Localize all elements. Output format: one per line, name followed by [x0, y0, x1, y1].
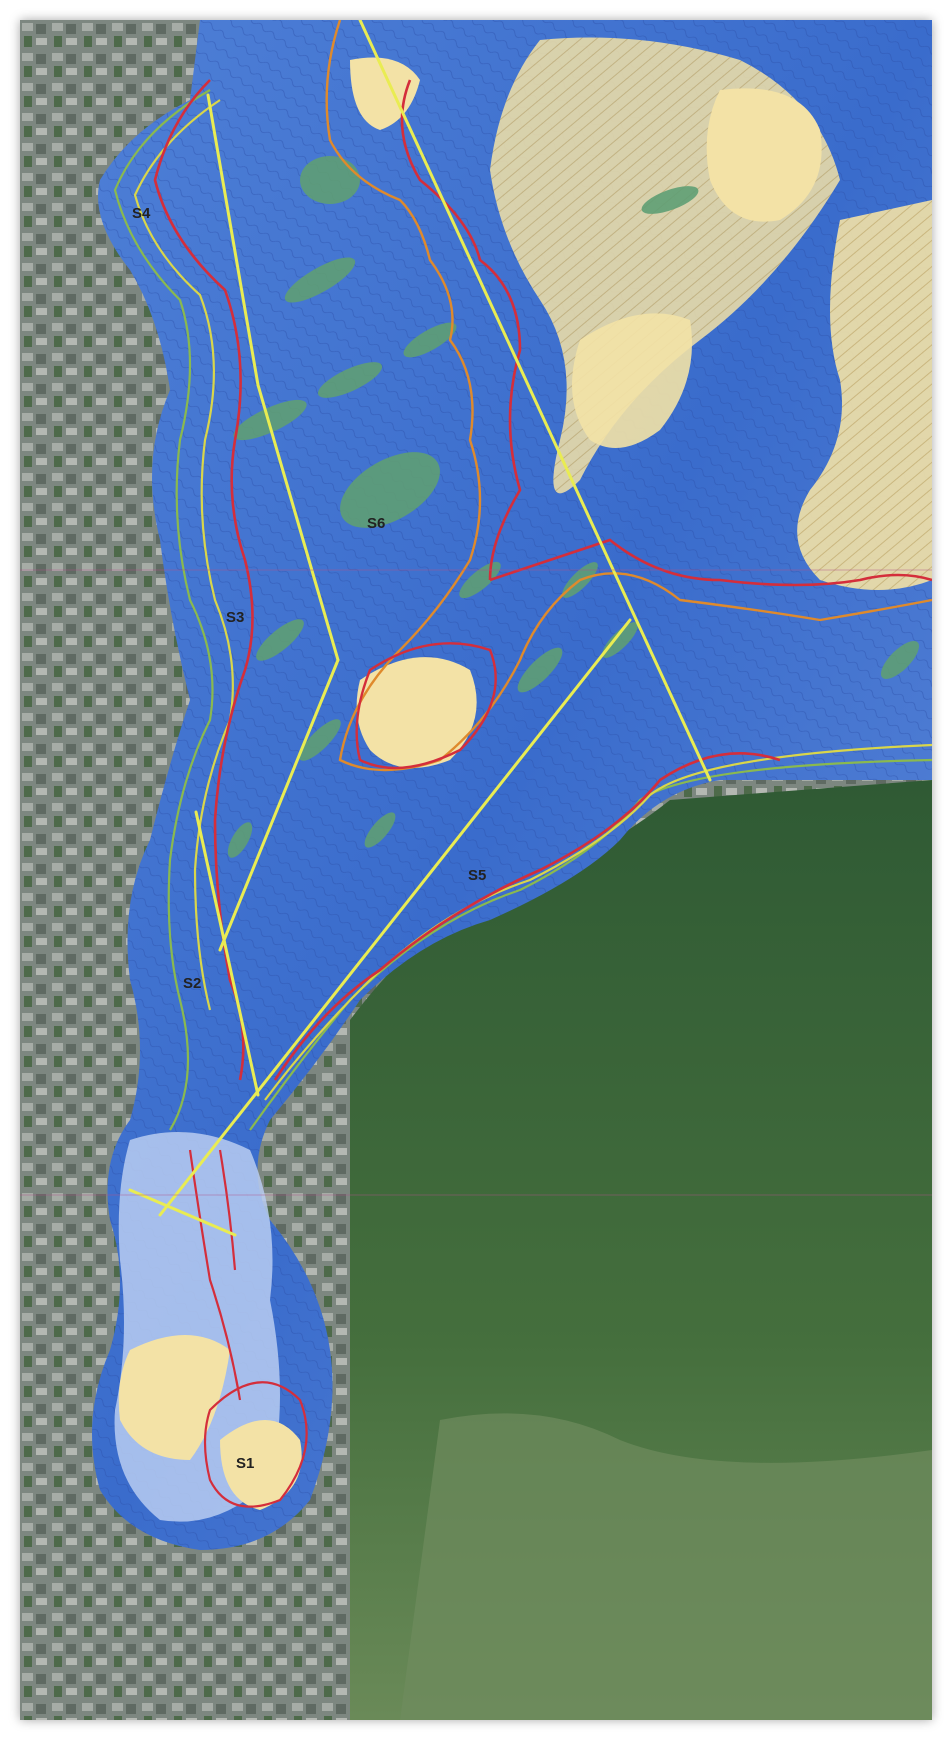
section-line-s3 [256, 383, 340, 662]
central-bank [356, 657, 477, 768]
green-shoal-patches [227, 156, 920, 858]
section-line-s1-top [128, 1188, 237, 1237]
south-shoal-east [220, 1420, 302, 1510]
mid-shoal [572, 313, 692, 448]
section-line-s5 [158, 618, 632, 1217]
east-shoal [797, 200, 932, 590]
section-lines [128, 20, 712, 1237]
section-line-s6 [358, 20, 712, 782]
label-s1: S1 [236, 1455, 254, 1472]
island-shoal [706, 88, 822, 222]
label-s5: S5 [468, 867, 486, 884]
contour-south-red [188, 1149, 308, 1508]
contour-red [153, 79, 932, 1081]
contour-orange [325, 20, 932, 772]
section-labels: S4 S3 S2 S1 S5 S6 [132, 205, 486, 1472]
label-s2: S2 [183, 975, 201, 992]
section-line-s2-upper [218, 658, 340, 952]
residential-slope [400, 1413, 932, 1720]
south-shoal-west [118, 1335, 230, 1460]
section-line-s4 [206, 93, 260, 387]
contour-green [113, 89, 932, 1131]
contour-yellow [133, 99, 932, 1101]
contour-central-bank-red [355, 642, 497, 770]
label-s3: S3 [226, 609, 244, 626]
map-frame: S4 S3 S2 S1 S5 S6 [20, 20, 932, 1720]
section-line-s2 [194, 810, 260, 1097]
label-s4: S4 [132, 205, 151, 222]
bathymetric-map[interactable]: S4 S3 S2 S1 S5 S6 [20, 20, 932, 1720]
label-s6: S6 [367, 515, 385, 532]
